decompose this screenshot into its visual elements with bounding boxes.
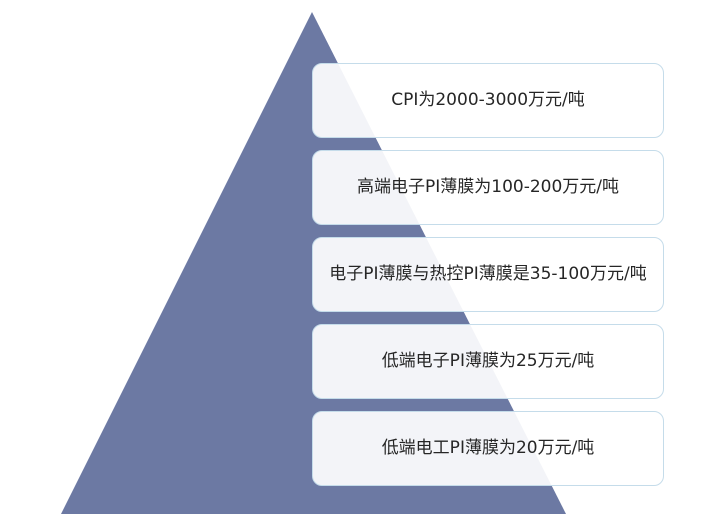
tier-low-end-electrical-pi-film: 低端电工PI薄膜为20万元/吨	[312, 411, 664, 486]
tier-label: CPI为2000-3000万元/吨	[391, 89, 585, 110]
tier-label: 低端电工PI薄膜为20万元/吨	[381, 437, 595, 458]
tier-cpi: CPI为2000-3000万元/吨	[312, 63, 664, 138]
tier-low-end-electronic-pi-film: 低端电子PI薄膜为25万元/吨	[312, 324, 664, 399]
tier-high-end-electronic-pi-film: 高端电子PI薄膜为100-200万元/吨	[312, 150, 664, 225]
tier-label: 低端电子PI薄膜为25万元/吨	[381, 350, 595, 371]
tier-label: 高端电子PI薄膜为100-200万元/吨	[356, 177, 620, 198]
tier-electronic-and-thermal-pi-film: 电子PI薄膜与热控PI薄膜是35-100万元/吨	[312, 237, 664, 312]
tier-label: 电子PI薄膜与热控PI薄膜是35-100万元/吨	[329, 264, 647, 285]
